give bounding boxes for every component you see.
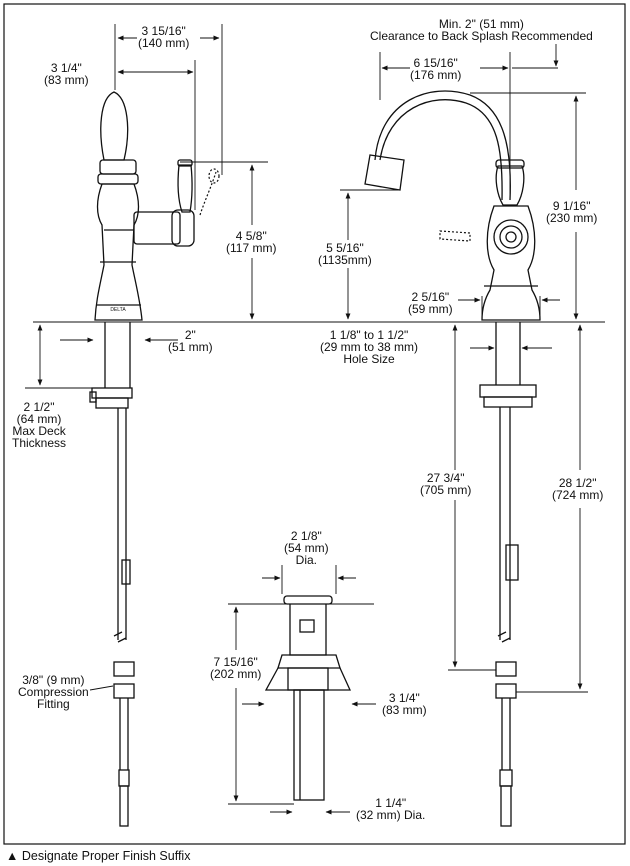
- drain-dia-label: 2 1/8"(54 mm)Dia.: [284, 529, 329, 567]
- overall-height-label: 9 1/16"(230 mm): [546, 199, 598, 225]
- spout-reach-top-label: 3 15/16"(140 mm): [138, 24, 190, 50]
- spout-height-label: 5 5/16"(1135mm): [318, 241, 372, 267]
- handle-height-label: 4 5/8"(117 mm): [226, 229, 277, 255]
- backsplash-label: Min. 2" (51 mm)Clearance to Back Splash …: [370, 17, 593, 43]
- handle-alt-tip-left: [208, 168, 220, 184]
- drain-height-label: 7 15/16"(202 mm): [210, 655, 262, 681]
- base-width-label: 2"(51 mm): [168, 328, 213, 354]
- max-length-label: 28 1/2"(724 mm): [552, 476, 604, 502]
- supply-length-label: 27 3/4"(705 mm): [420, 471, 472, 497]
- brand-mark: DELTA: [110, 307, 126, 313]
- finish-suffix-note: ▲ Designate Proper Finish Suffix: [6, 849, 191, 863]
- drain-flange-label: 3 1/4"(83 mm): [382, 691, 427, 717]
- handle-offset-label: 3 1/4"(83 mm): [44, 61, 89, 87]
- tailpiece-dia-label: 1 1/4"(32 mm) Dia.: [356, 796, 426, 822]
- spout-reach-side-label: 6 15/16"(176 mm): [410, 56, 462, 82]
- handle-alt-position-right: [439, 230, 471, 242]
- mounting-hardware-right: [479, 322, 537, 827]
- mounting-hardware-left: [89, 322, 135, 827]
- base-dia-label: 2 5/16"(59 mm): [408, 290, 453, 316]
- hole-size-label: 1 1/8" to 1 1/2"(29 mm to 38 mm)Hole Siz…: [320, 328, 419, 366]
- faucet-front-view: [364, 90, 541, 321]
- drawing-border: [3, 3, 626, 845]
- handle-alt-position-left: [199, 171, 217, 216]
- dimension-lines: [25, 24, 588, 815]
- drain-assembly: [264, 595, 352, 801]
- faucet-side-view: [94, 91, 195, 321]
